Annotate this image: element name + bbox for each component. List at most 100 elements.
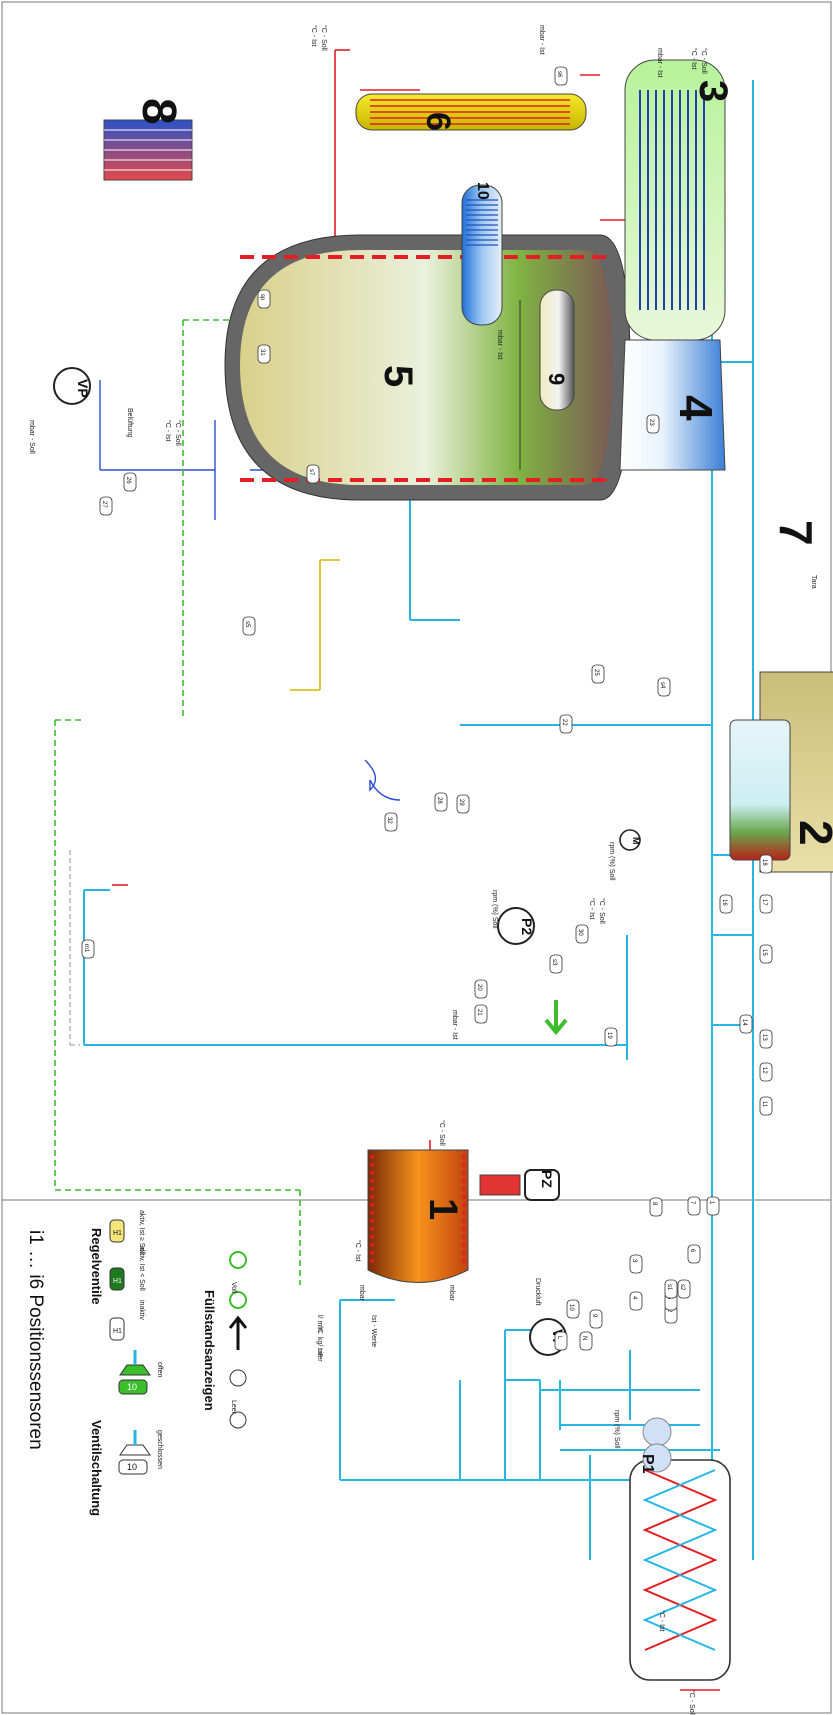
valve-tag-label-s5: s5 (244, 621, 250, 628)
pz-label: PZ (539, 1170, 555, 1188)
vessel-8[interactable]: 8 (104, 98, 192, 180)
valve-tag-4[interactable] (630, 1292, 642, 1310)
valve-tag-label-10: 10 (568, 1304, 574, 1311)
legend-inactive: inaktiv (138, 1300, 145, 1320)
p1-label: P1 (639, 1454, 656, 1474)
label-mbar-1: mbar (448, 1285, 455, 1302)
label-c-soll-v3: °C - Soll (700, 48, 708, 74)
label-c-ist-v6: °C - Ist (310, 25, 318, 47)
valve-tag-6[interactable] (688, 1245, 700, 1263)
valve-tag-label-16: 16 (721, 899, 727, 906)
control-valve-inactive-icon: H1 (110, 1318, 124, 1340)
pump-p1[interactable]: P1 (639, 1418, 671, 1474)
legend-sensors-title: i1 … i6 Positionssensoren (25, 1230, 46, 1450)
vessel-5[interactable]: 5 RW (225, 235, 659, 500)
level-arrow-icon (230, 1318, 246, 1350)
legend-active-ge: aktiv, Ist ≥ Soll (138, 1210, 145, 1255)
label-c-ist-tank: °C - Ist (658, 1610, 666, 1632)
valve-tag-label-12: 12 (761, 1067, 767, 1074)
pump-p2[interactable]: P2 (498, 908, 535, 944)
vessel-6[interactable]: 6 (356, 94, 586, 131)
valve-tag-label-22: 22 (561, 719, 567, 726)
valve-tag-8[interactable] (650, 1198, 662, 1216)
label-mbar-soll-vp: mbar - Soll (28, 420, 35, 454)
valve-tag-label-29: 29 (458, 799, 464, 806)
valve-tag-label-s1: s1 (666, 1284, 672, 1291)
valve-tag-label-m1: m1 (83, 944, 89, 953)
vessel-9-number: 9 (544, 373, 569, 385)
label-druckluft: Druckluft (534, 1278, 541, 1306)
valve-tag-N[interactable] (580, 1332, 592, 1350)
valve-tag-L[interactable] (555, 1332, 567, 1350)
valve-tag-label-14: 14 (741, 1019, 747, 1026)
vessel-4-number: 4 (670, 395, 722, 421)
legend-level-empty: Leer (230, 1400, 237, 1415)
valve-tag-3[interactable] (630, 1255, 642, 1273)
label-liter: Liter (316, 1348, 323, 1362)
label-c-soll-tank: °C - Soll (688, 1690, 696, 1715)
level-empty-icon (230, 1412, 246, 1428)
label-c-soll-v5: °C - Soll (174, 420, 182, 446)
label-rpm-soll-p1: rpm (%) Soll (613, 1410, 620, 1449)
level-ls200-icon (230, 1370, 246, 1386)
vessel-1[interactable]: 1 PZ (368, 1150, 559, 1283)
label-c-soll-v1: °C - Soll (438, 1120, 446, 1146)
valve-open-number: 10 (127, 1382, 137, 1392)
valve-closed-icon: 10 (119, 1430, 150, 1474)
label-rpm-soll-m: rpm (%) Soll (608, 842, 615, 881)
valve-tag-label-s6: s6 (556, 71, 562, 78)
legend-level-full: Voll (230, 1282, 237, 1294)
vacuum-pump-top[interactable]: VP (54, 368, 91, 404)
label-belueftung: Belüftung (126, 408, 133, 438)
svg-text:H1: H1 (113, 1230, 122, 1237)
label-mbar-2: mbar (358, 1285, 365, 1302)
valve-tag-label-17: 17 (761, 899, 767, 906)
control-valve-active-ge-icon: H1 (110, 1220, 124, 1242)
vessel-7-number: 7 (770, 520, 822, 546)
storage-tank[interactable] (630, 1460, 730, 1680)
legend-control-valves-title: Regelventile (89, 1228, 104, 1305)
vessel-5-number: 5 (376, 365, 420, 387)
vessel-3-number: 3 (691, 80, 735, 102)
valve-tag-label-23: 23 (648, 419, 654, 426)
vessel-3[interactable]: 3 (625, 60, 735, 340)
valve-tag-7[interactable] (688, 1197, 700, 1215)
label-c-ist-v2: °C - Ist (588, 898, 596, 920)
vessel-4[interactable]: 4 (620, 340, 725, 470)
valve-tag-label-28: 28 (436, 797, 442, 804)
valve-open-icon: 10 (119, 1350, 150, 1394)
valve-tag-label-19: 19 (606, 1032, 612, 1039)
green-flow-arrow-icon (546, 1000, 566, 1032)
motor-m[interactable]: M (620, 830, 641, 850)
label-deg-c: °C (316, 1326, 324, 1334)
vessel-9[interactable]: 9 (540, 290, 574, 410)
label-mbar-ist-v5: mbar - Ist (496, 330, 503, 360)
valve-tag-label-18: 18 (761, 859, 767, 866)
vessel-2-number: 2 (790, 820, 833, 846)
valve-tag-label-11: 11 (761, 1101, 767, 1108)
vessel-1-number: 1 (421, 1198, 465, 1220)
legend-valve-open: offen (156, 1362, 163, 1378)
valve-tag-label-32: 32 (386, 817, 392, 824)
valve-tag-1[interactable] (707, 1197, 719, 1215)
vessel-10-number: 10 (474, 182, 491, 200)
label-rpm-soll-p2: rpm (%) Soll (491, 890, 498, 929)
valve-tag-label-N: N (581, 1336, 587, 1340)
label-c-soll-v6: °C - Soll (320, 25, 328, 51)
valve-tag-label-s7: s7 (308, 469, 314, 476)
vessel-10[interactable]: 10 (462, 182, 502, 325)
label-mbar-ist-p2: mbar - Ist (451, 1010, 458, 1040)
level-ls202-icon (230, 1252, 246, 1268)
legend-level-title: Füllstandsanzeigen (202, 1290, 217, 1411)
valve-tag-label-26: 26 (125, 477, 131, 484)
valve-tag-9[interactable] (590, 1310, 602, 1328)
m-label: M (631, 837, 641, 845)
svg-text:H1: H1 (113, 1328, 122, 1335)
valve-tag-label-s2: s2 (679, 1284, 685, 1291)
vessel-8-number: 8 (132, 98, 185, 125)
level-full-ni-icon (230, 1292, 246, 1308)
control-valve-active-lt-icon: H1 (110, 1268, 124, 1290)
vessel-6-number: 6 (419, 112, 457, 131)
p2-label: P2 (519, 918, 535, 935)
valve-tag-label-27: 27 (101, 501, 107, 508)
